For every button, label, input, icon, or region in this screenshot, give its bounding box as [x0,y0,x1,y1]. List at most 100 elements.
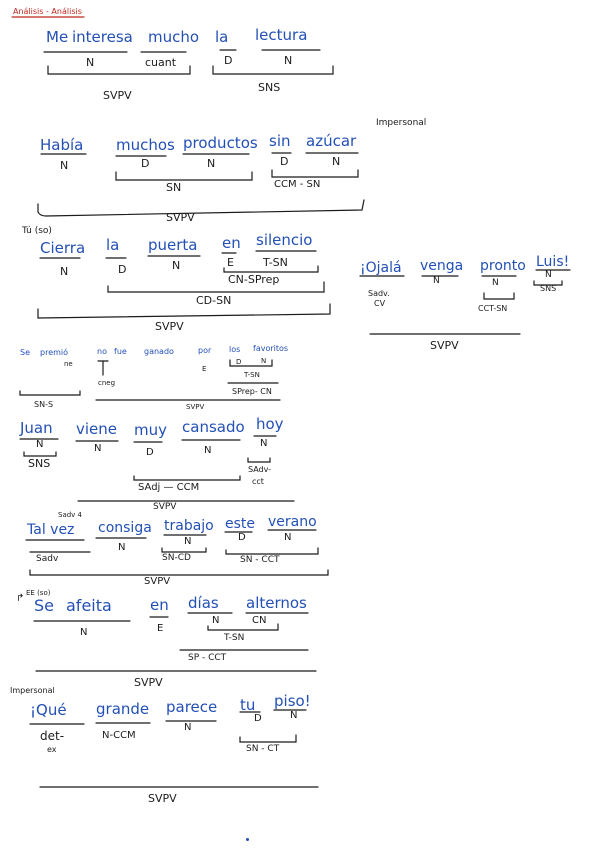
tag-ex: ex [47,745,57,754]
word-se: Se [34,596,54,615]
word-dias: días [188,594,219,612]
group-svpv: SVPV [103,89,132,102]
word-me: Me [46,28,69,46]
group-svpv: SVPV [153,502,177,512]
tag-n: N [207,157,216,170]
note-impersonal: Impersonal [10,686,55,695]
bracket-sn-ct [239,734,297,743]
word-grande: grande [96,700,150,718]
bracket-cct [225,547,319,555]
word-habia: Había [40,136,84,154]
tag-sadv: Sadv. [368,289,390,298]
tag-n: N [172,259,181,272]
word-interesa: interesa [72,28,133,46]
group-svpv: SVPV [155,320,184,333]
group-cn-sprep: CN-SPrep [228,273,280,286]
word-juan: Juan [20,419,53,437]
word-tu: tu [240,696,256,714]
group-sn-cct: SN - CCT [240,555,280,565]
bracket-cd [161,547,207,553]
tag-n: N [284,532,292,543]
bracket-svpv [37,199,365,217]
word-por: por [198,346,212,355]
tag-n: N [80,627,88,638]
word-verano: verano [268,514,317,530]
tag-n: N [260,438,268,449]
note-tu: Tú (so) [22,226,52,236]
group-svpv: SVPV [186,403,205,411]
word-pronto: pronto [480,258,526,274]
group-sn-s: SN-S [34,400,54,409]
word-la: la [215,28,229,46]
tag-cneg: cneg [98,379,116,387]
group-sns: SNS [258,81,281,94]
tag-n: N [184,722,192,733]
tag-n: N [94,443,102,454]
tag-d: D [236,358,242,366]
group-sp-cct: SP - CCT [188,653,227,663]
tag-n: N [332,155,341,168]
group-ccm: CCM - SN [274,179,321,190]
tag-n: N [261,357,267,365]
word-cansado: cansado [182,418,245,436]
word-muy: muy [134,421,167,439]
group-svpv: SVPV [148,792,177,805]
word-que: ¡Qué [30,701,67,719]
group-sadj-ccm: SAdj — CCM [138,482,200,493]
header-title: Análisis - Análisis [13,7,82,16]
word-lectura: lectura [255,26,308,44]
group-sn-ct: SN - CT [246,744,280,754]
word-premio: premió [40,348,69,357]
word-se: Se [20,348,30,357]
note-ee: EE (so) [26,589,51,597]
bracket-sadj [133,475,241,481]
tag-n: N [204,445,212,456]
word-piso: piso! [274,692,311,710]
note-sadv: Sadv 4 [58,511,82,519]
tag-n: N [184,536,192,547]
tag-n: N [284,54,293,67]
bracket-svpv [37,303,331,319]
group-sn-cd: SN-CD [162,553,191,563]
group-sadv: Sadv [36,554,59,564]
word-hoy: hoy [256,415,284,433]
tag-e: E [157,623,164,634]
bracket-sn-s [19,390,81,396]
word-azucar: azúcar [306,132,357,150]
tag-n: N [290,710,298,721]
tag-d: D [224,54,233,67]
word-mucho: mucho [148,28,200,46]
group-sadv: SAdv- [248,465,272,474]
group-cct-sn: CCT-SN [478,304,508,313]
bracket-svpv [29,569,329,576]
word-silencio: silencio [256,231,313,249]
tag-d: D [118,263,127,276]
bracket-sadv [247,457,271,463]
group-svpv: SVPV [134,676,163,689]
word-en: en [222,234,241,252]
word-parece: parece [166,698,218,716]
bracket-sns [23,451,57,457]
tag-det: det- [40,729,65,743]
bracket-sns [212,65,334,75]
word-trabajo: trabajo [164,518,214,534]
word-consiga: consiga [98,520,152,536]
word-alternos: alternos [246,594,307,612]
word-no: no [97,347,107,356]
tag-n: N [118,542,126,553]
tag-n-ccm: N-CCM [102,730,136,741]
word-los: los [229,345,241,354]
tag-d: D [254,713,262,724]
word-viene: viene [76,420,118,438]
note-impersonal: Impersonal [376,118,427,128]
group-sns: SNS [28,457,51,470]
word-muchos: muchos [116,136,175,154]
tag-n: N [60,265,69,278]
word-puerta: puerta [148,236,198,254]
group-svpv: SVPV [144,576,171,587]
group-sn: SN [166,181,182,194]
word-cierra: Cierra [40,239,86,257]
tag-n: N [212,615,220,626]
tag-n: N [433,276,440,286]
